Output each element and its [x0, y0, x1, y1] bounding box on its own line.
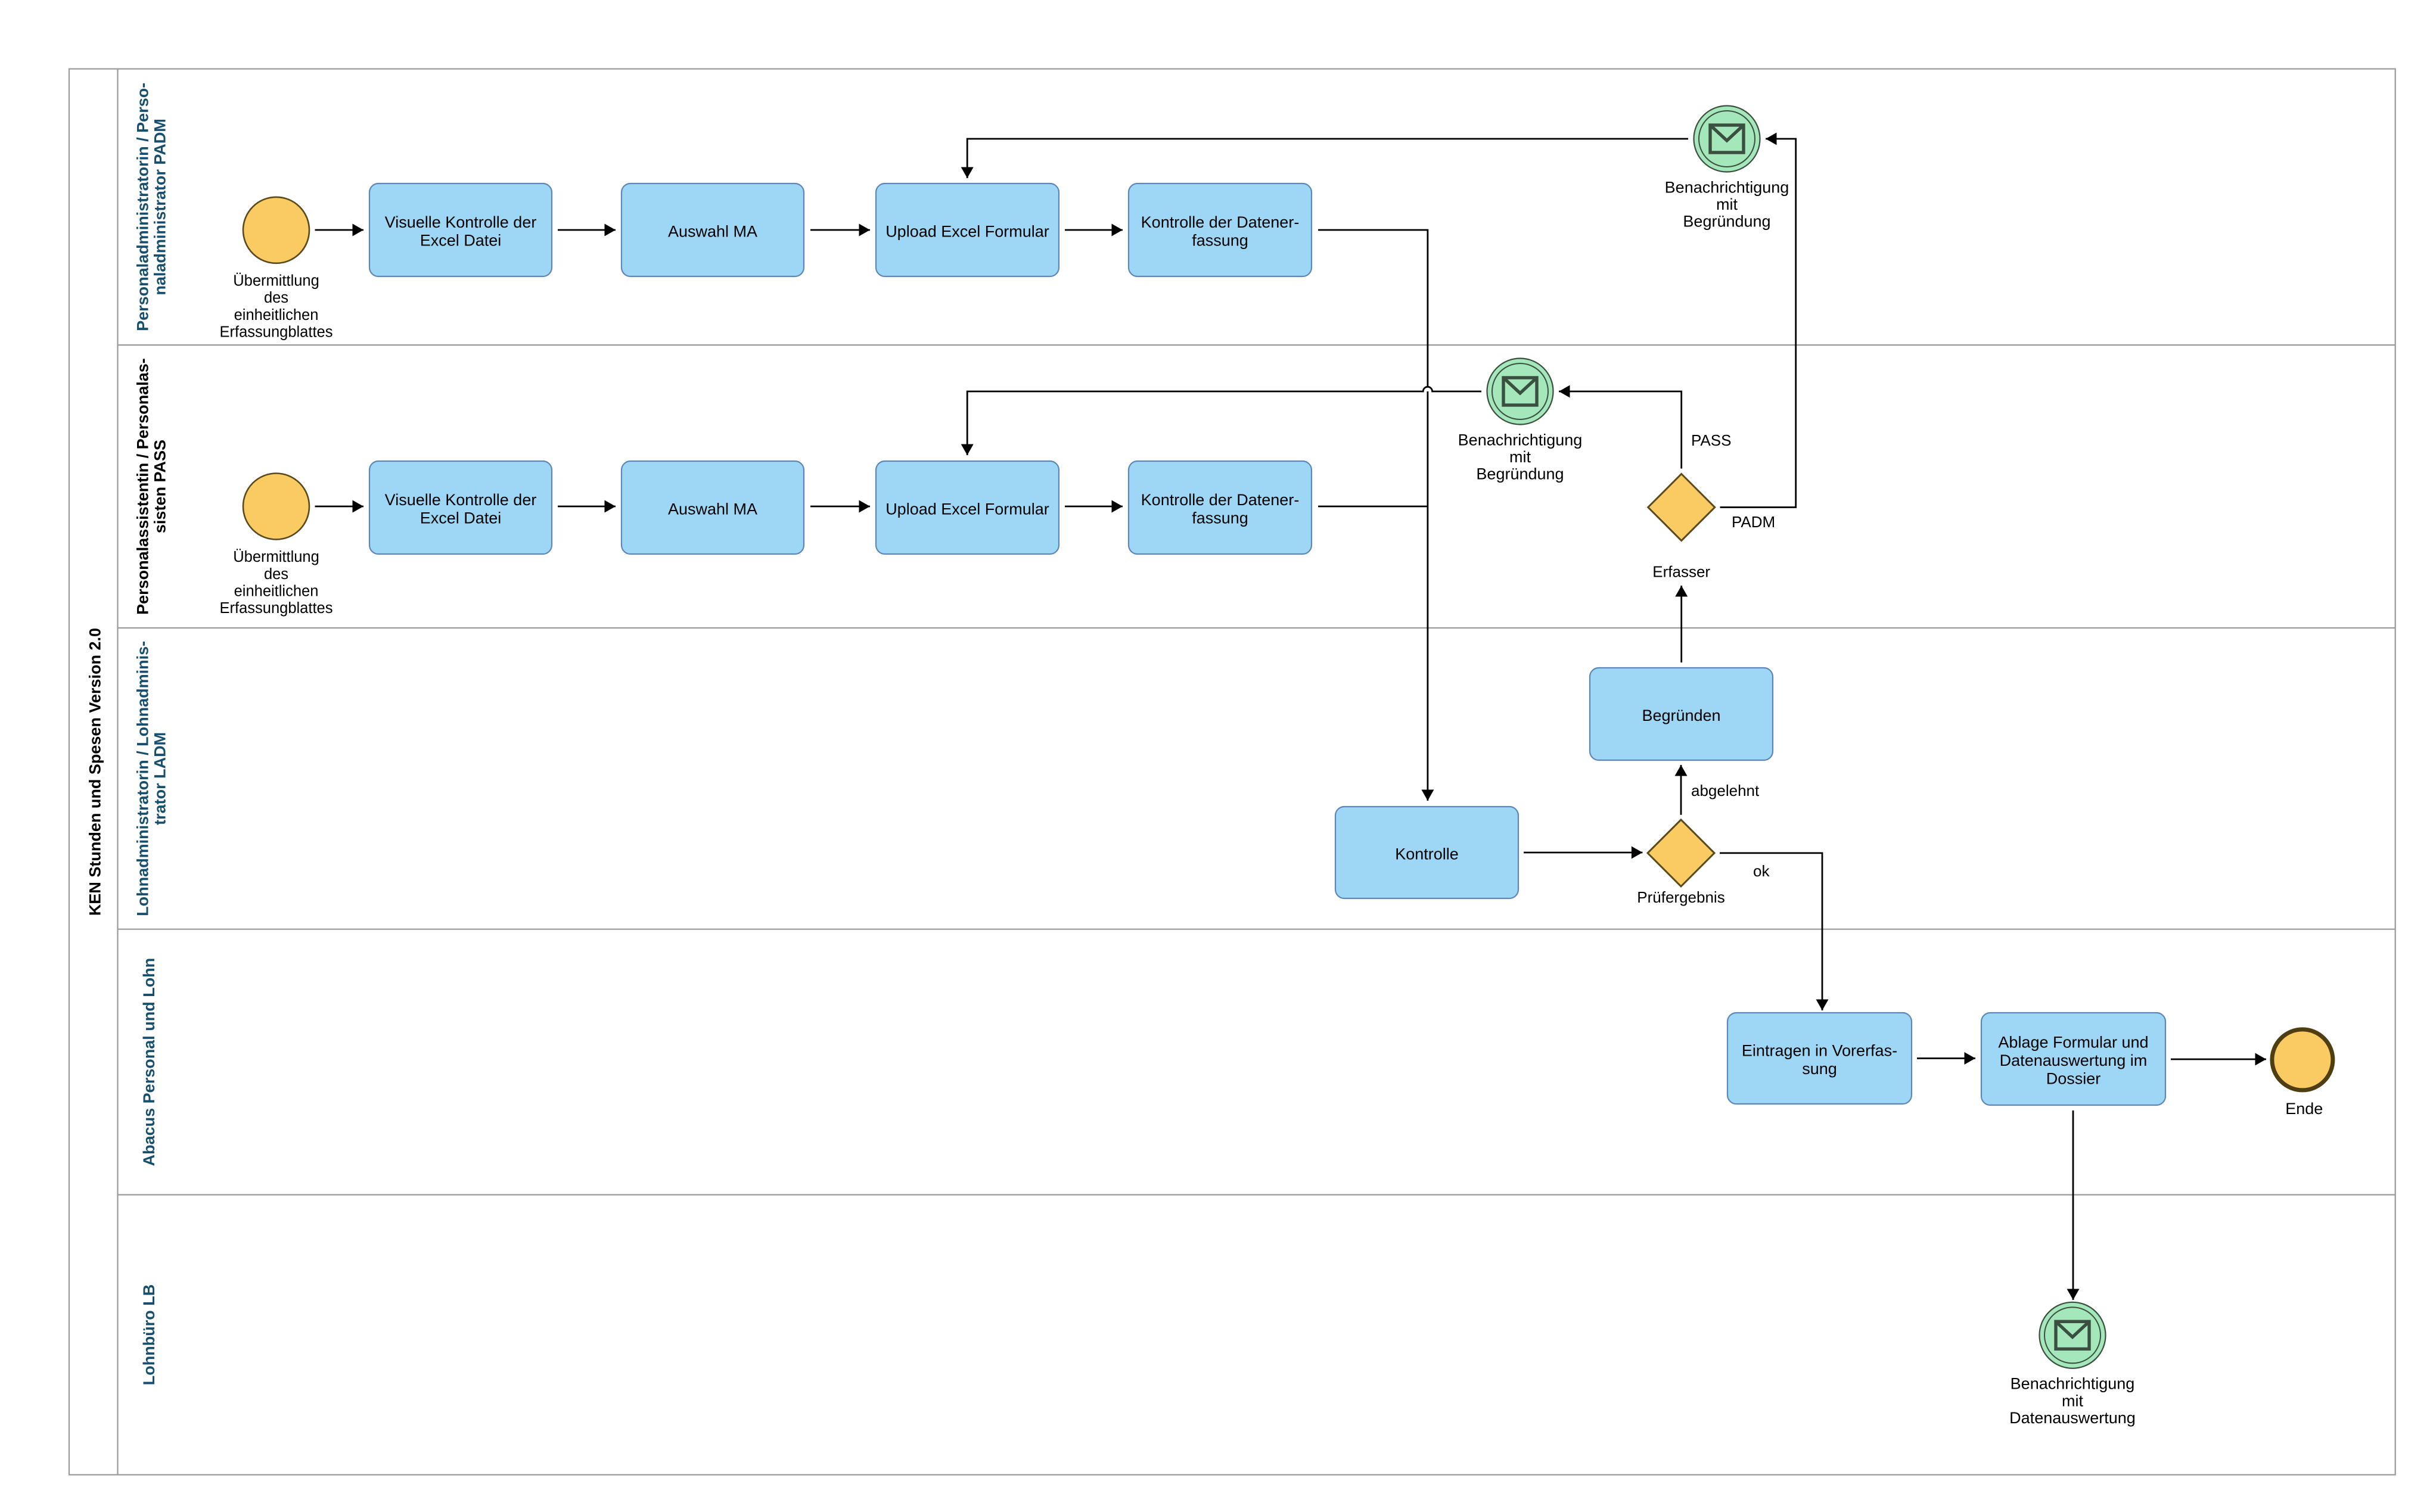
svg-text:ok: ok [1753, 862, 1770, 880]
svg-text:Erfassungblattes: Erfassungblattes [220, 323, 333, 340]
svg-text:Datenauswertung: Datenauswertung [2009, 1409, 2136, 1427]
svg-text:fassung: fassung [1192, 232, 1248, 250]
svg-text:abgelehnt: abgelehnt [1691, 782, 1760, 799]
svg-text:Ablage Formular und: Ablage Formular und [1998, 1033, 2148, 1051]
svg-text:Abacus Personal und Lohn: Abacus Personal und Lohn [140, 958, 158, 1166]
svg-text:Excel Datei: Excel Datei [420, 232, 502, 250]
svg-text:Excel Datei: Excel Datei [420, 509, 502, 527]
svg-text:Lohnadministratorin / Lohnadmi: Lohnadministratorin / Lohnadminis- [134, 641, 152, 916]
svg-text:Erfasser: Erfasser [1652, 563, 1710, 581]
svg-text:Personalassistentin / Personal: Personalassistentin / Personalas- [134, 358, 152, 615]
svg-text:Personaladministratorin / Pers: Personaladministratorin / Perso- [134, 83, 152, 331]
svg-text:Kontrolle der Datener-: Kontrolle der Datener- [1141, 491, 1300, 509]
svg-text:Auswahl MA: Auswahl MA [668, 222, 757, 240]
svg-text:Auswahl MA: Auswahl MA [668, 500, 757, 518]
svg-text:Prüfergebnis: Prüfergebnis [1637, 888, 1724, 906]
svg-text:Begründung: Begründung [1476, 465, 1564, 483]
svg-text:mit: mit [2062, 1392, 2083, 1410]
svg-text:einheitlichen: einheitlichen [234, 583, 319, 599]
svg-text:Dossier: Dossier [2046, 1069, 2101, 1087]
svg-text:Erfassungblattes: Erfassungblattes [220, 600, 333, 617]
svg-text:Visuelle Kontrolle der: Visuelle Kontrolle der [385, 213, 537, 231]
svg-text:Upload Excel Formular: Upload Excel Formular [885, 500, 1049, 518]
svg-text:Eintragen in Vorerfas-: Eintragen in Vorerfas- [1742, 1042, 1897, 1060]
svg-text:Benachrichtigung: Benachrichtigung [1665, 178, 1789, 196]
svg-text:trator LADM: trator LADM [151, 732, 169, 825]
svg-text:Kontrolle: Kontrolle [1395, 845, 1459, 863]
svg-text:mit: mit [1716, 195, 1738, 213]
svg-text:Benachrichtigung: Benachrichtigung [1458, 431, 1583, 449]
svg-text:sisten PASS: sisten PASS [151, 440, 169, 533]
svg-text:PASS: PASS [1691, 431, 1731, 449]
svg-text:Datenauswertung im: Datenauswertung im [2000, 1051, 2148, 1069]
svg-text:einheitlichen: einheitlichen [234, 307, 319, 323]
svg-text:des: des [264, 290, 288, 306]
svg-text:sung: sung [1802, 1060, 1837, 1078]
svg-text:KEN Stunden und Spesen Version: KEN Stunden und Spesen Version 2.0 [86, 628, 104, 916]
svg-text:Visuelle Kontrolle der: Visuelle Kontrolle der [385, 491, 537, 509]
svg-text:fassung: fassung [1192, 509, 1248, 527]
svg-text:Begründen: Begründen [1642, 707, 1720, 724]
svg-text:Upload Excel Formular: Upload Excel Formular [885, 222, 1049, 240]
svg-text:mit: mit [1509, 448, 1531, 466]
svg-text:PADM: PADM [1732, 513, 1775, 531]
svg-text:Übermittlung: Übermittlung [233, 549, 319, 565]
svg-text:Lohnbüro LB: Lohnbüro LB [140, 1284, 158, 1385]
svg-text:Ende: Ende [2285, 1100, 2323, 1118]
svg-text:des: des [264, 566, 288, 583]
svg-text:Begründung: Begründung [1683, 213, 1770, 231]
svg-text:Benachrichtigung: Benachrichtigung [2011, 1375, 2135, 1393]
svg-text:naladministrator PADM: naladministrator PADM [151, 119, 169, 295]
svg-text:Übermittlung: Übermittlung [233, 273, 319, 290]
svg-text:Kontrolle der Datener-: Kontrolle der Datener- [1141, 213, 1300, 231]
